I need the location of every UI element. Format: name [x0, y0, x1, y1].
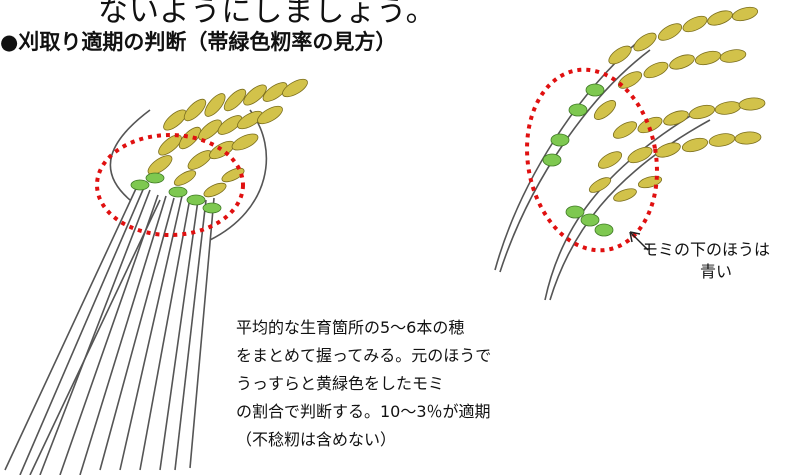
top-text-fragment: ないようにしましょう。 [98, 0, 437, 29]
green-grain-annotation: モミの下のほうは 青い [642, 239, 770, 283]
note-line: の割合で判断する。10～3％が適期 [236, 402, 491, 421]
note-line: をまとめて握ってみる。元のほうで [236, 346, 492, 365]
annotation-line-1: モミの下のほうは [642, 240, 771, 259]
instruction-notes: 平均的な生育箇所の5～6本の穂 をまとめて握ってみる。元のほうで うっすらと黄緑… [236, 314, 491, 454]
note-line: （不稔籾は含めない） [236, 430, 397, 449]
right-green-grains [542, 83, 614, 237]
left-green-grains [130, 172, 222, 214]
annotation-line-2: 青い [700, 262, 733, 281]
page-title: ●刈取り適期の判断（帯緑色籾率の見方） [0, 30, 397, 54]
note-line: 平均的な生育箇所の5～6本の穂 [236, 318, 465, 337]
left-rice-bundle [4, 109, 268, 475]
left-grain-heads [147, 78, 308, 198]
right-grain-heads [588, 6, 766, 202]
left-highlight-circle [95, 133, 245, 237]
right-highlight-circle [525, 67, 659, 253]
note-line: うっすらと黄緑色をしたモミ [236, 374, 445, 393]
annotation-arrow [629, 231, 649, 251]
